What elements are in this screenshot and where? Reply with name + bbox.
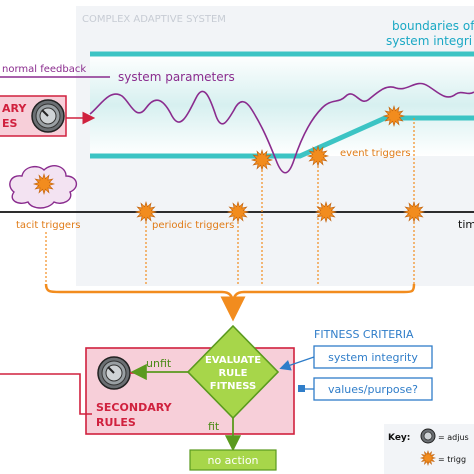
criteria-connector-square [298,385,305,392]
secondary-adjust-knob-icon [97,356,131,390]
event-triggers-label: event triggers [340,148,411,159]
event-trigger-icon [250,148,274,172]
criteria-arrow [279,356,315,371]
system-parameters-line [89,82,474,174]
system-title: COMPLEX ADAPTIVE SYSTEM [82,14,226,25]
no-action-label: no action [207,454,258,467]
trigger-drop-lines [45,118,415,285]
periodic-trigger-icon [314,200,338,224]
boundaries-label-1: boundaries of [392,19,474,33]
secondary-rules-label-2: RULES [96,416,136,429]
boundaries-label-2: system integri [386,34,472,48]
event-trigger-icon [382,104,406,128]
fit-label: fit [208,420,220,433]
periodic-trigger-icon [402,200,426,224]
criteria-item-integrity: system integrity [328,351,418,364]
periodic-trigger-icon [226,200,250,224]
tacit-triggers-label: tacit triggers [16,220,80,231]
system-parameters-label: system parameters [118,70,235,84]
evaluate-label-1: EVALUATE [205,355,261,366]
secondary-rules-label-1: SECONDARY [96,401,173,414]
key-trigger-star [419,449,437,467]
no-action-box [189,449,277,471]
boundary-band [90,54,474,156]
trigger-layer [32,104,426,224]
unfit-label: unfit [146,357,172,370]
normal-feedback-label: normal feedback [2,64,86,75]
lower-boundary [90,115,474,159]
key-title: Key: [388,433,410,443]
key-trigger-icon [419,449,437,467]
secondary-feedback-arrow [0,373,92,415]
evaluate-label-3: FITNESS [210,381,257,392]
primary-rules-label-2: ES [2,117,18,130]
criteria-item-values: values/purpose? [328,383,418,396]
fitness-criteria-title: FITNESS CRITERIA [314,328,414,341]
key-adjust-knob-icon [420,428,436,444]
primary-rules-label-1: ARY [2,102,27,115]
evaluate-label-2: RULE [218,368,247,379]
time-label: tim [458,218,474,231]
trigger-bracket [44,283,416,303]
adjust-knob-icon [31,99,65,133]
key-adjust-label: = adjus [438,433,469,442]
periodic-triggers-label: periodic triggers [152,220,234,231]
periodic-trigger-icon [134,200,158,224]
key-trigger-label: = trigg [438,455,466,464]
tacit-trigger-icon [32,172,56,196]
event-trigger-icon [306,144,330,168]
